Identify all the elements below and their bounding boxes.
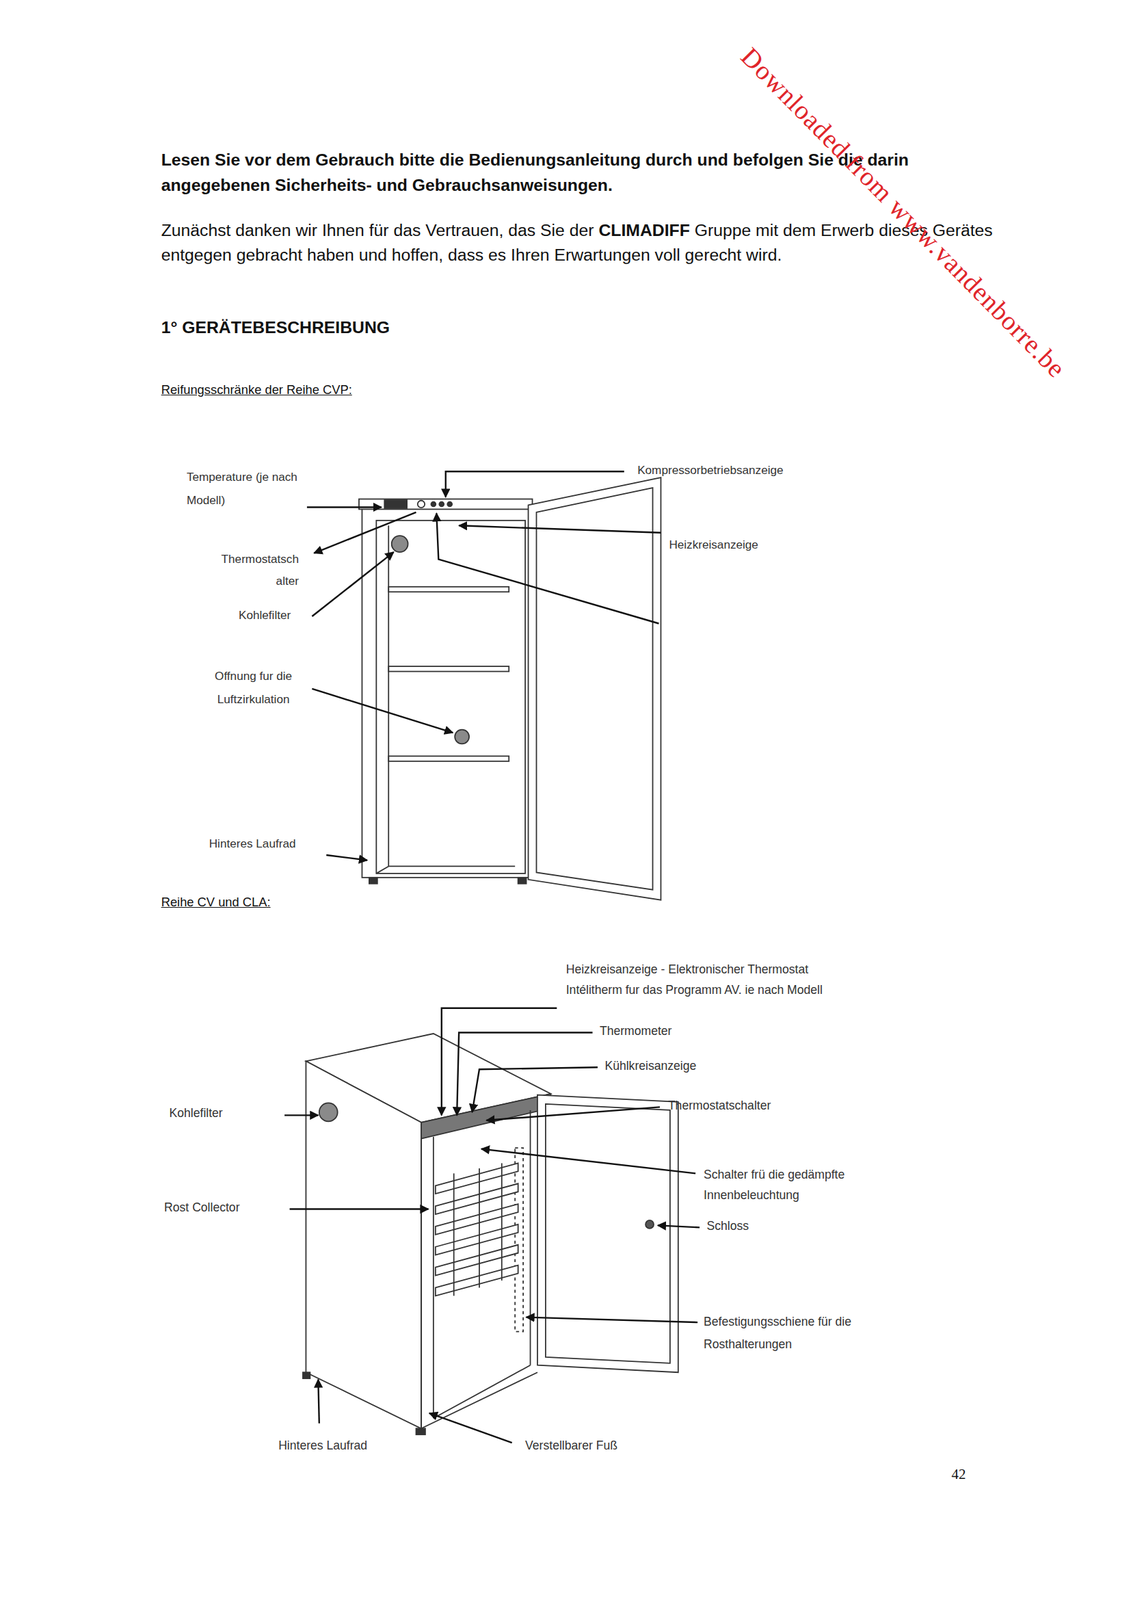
page-number: 42 (951, 1465, 967, 1483)
cv-cla-cabinet (302, 1033, 679, 1434)
part-label: Hinteres Laufrad (278, 1438, 368, 1453)
part-label: Schloss (707, 1218, 750, 1233)
part-label: Thermometer (599, 1023, 673, 1039)
figure-caption: Reifungsschränke der Reihe CVP: (161, 382, 353, 398)
section-heading: 1° GERÄTEBESCHREIBUNG (161, 317, 390, 338)
part-label: Rost Collector (164, 1200, 240, 1215)
part-label: Temperature (je nach Modell) (186, 464, 308, 513)
part-label: Offnung fur die Luftzirkulation (199, 663, 308, 712)
part-label: Heizkreisanzeige - Elektronischer Thermo… (566, 959, 834, 1001)
part-label: Hinteres Laufrad (209, 836, 297, 851)
part-label: Kompressorbetriebsanzeige (637, 462, 783, 478)
part-label: Thermostatsch alter (201, 548, 299, 592)
intro-paragraph: Zunächst danken wir Ihnen für das Vertra… (161, 218, 1002, 268)
part-label: Heizkreisanzeige (668, 537, 759, 552)
leader-lines (284, 1007, 700, 1443)
part-label: Thermostatschalter (668, 1098, 771, 1113)
part-label: Verstellbarer Fuß (525, 1438, 618, 1453)
figure-caption: Reihe CV und CLA: (161, 894, 271, 910)
part-label: Schalter frü die gedämpfte Innenbeleucht… (703, 1164, 885, 1206)
part-label: Befestigungsschiene für die Rosthalterun… (703, 1310, 859, 1356)
part-label: Kohlefilter (169, 1105, 223, 1121)
part-label: Kohlefilter (238, 607, 291, 623)
leader-lines (307, 471, 662, 860)
part-label: Kühlkreisanzeige (604, 1058, 697, 1073)
cvp-cabinet (358, 477, 661, 900)
watermark: Downloaded from www.vandenborre.be (733, 41, 1072, 385)
